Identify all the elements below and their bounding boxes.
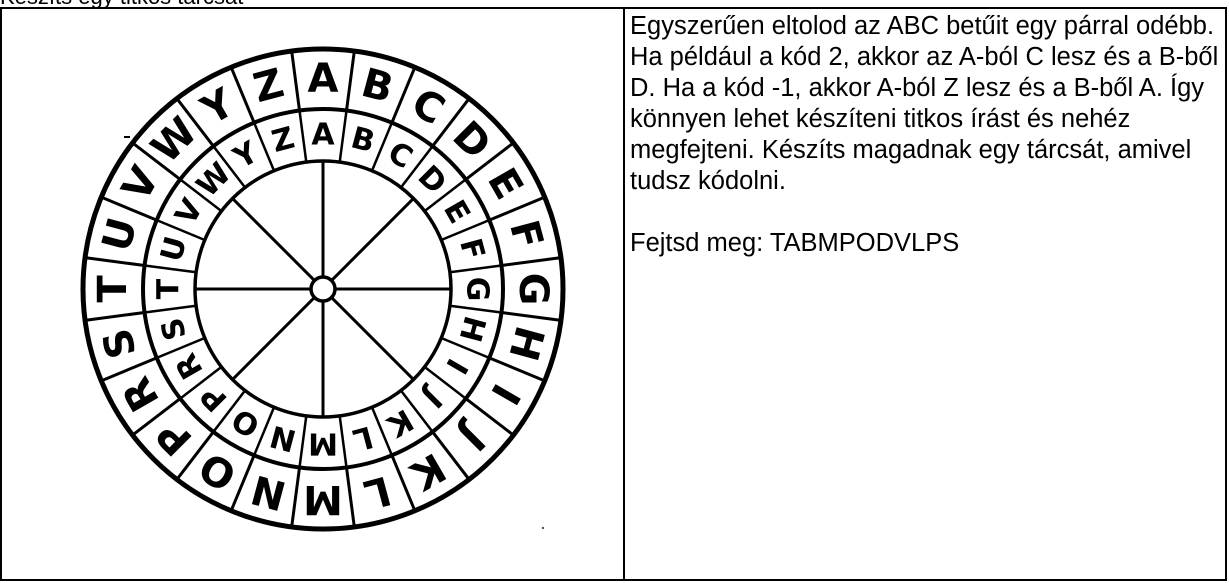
stray-dot xyxy=(542,527,544,529)
inner-letter-t: T xyxy=(152,278,187,299)
instructions-cell: Egyszerűen eltolod az ABC betűit egy pár… xyxy=(625,9,1225,579)
outer-divider xyxy=(292,467,300,526)
outer-letter-e: E xyxy=(478,161,532,208)
inner-letter-j: J xyxy=(416,380,450,414)
outer-divider xyxy=(292,51,300,110)
inner-divider xyxy=(340,416,347,468)
inner-letter-f: F xyxy=(452,235,491,264)
inner-letter-m: M xyxy=(308,426,338,461)
outer-divider xyxy=(85,312,144,320)
puzzle-line: Fejtsd meg: TABMPODVLPS xyxy=(630,228,1219,259)
inner-divider xyxy=(145,266,197,273)
inner-letter-l: L xyxy=(349,418,377,457)
outer-divider xyxy=(346,51,354,110)
wheel-spoke xyxy=(331,297,413,379)
wheel-spoke xyxy=(232,198,314,280)
inner-divider xyxy=(145,306,197,313)
inner-divider xyxy=(450,306,502,313)
inner-letter-e: E xyxy=(436,194,477,229)
inner-letter-w: W xyxy=(190,156,238,204)
outer-letter-k: K xyxy=(401,443,453,499)
outer-divider xyxy=(346,467,354,526)
wheel-spoke xyxy=(232,297,314,379)
outer-letter-l: L xyxy=(359,466,396,517)
inner-divider xyxy=(450,266,502,273)
outer-letter-t: T xyxy=(90,275,136,303)
outer-divider xyxy=(501,312,560,320)
inner-letter-a: A xyxy=(311,118,335,153)
inner-letter-i: I xyxy=(438,352,474,379)
outer-letter-g: G xyxy=(510,273,556,306)
outer-letter-i: I xyxy=(481,376,528,412)
wheel-hub xyxy=(311,277,335,301)
inner-letter-u: U xyxy=(154,233,194,266)
outer-letter-m: M xyxy=(303,476,343,522)
outer-letter-a: A xyxy=(308,56,339,102)
outer-letter-b: B xyxy=(357,60,398,112)
outer-divider xyxy=(501,258,560,266)
inner-letter-g: G xyxy=(460,277,495,302)
outer-letter-n: N xyxy=(247,465,291,518)
wheel-spoke xyxy=(331,198,413,280)
inner-divider xyxy=(340,111,347,163)
outer-letter-v: V xyxy=(113,159,168,209)
outer-letter-s: S xyxy=(94,323,146,363)
inner-letter-s: S xyxy=(155,314,194,344)
inner-letter-h: H xyxy=(452,312,492,345)
inner-divider xyxy=(300,111,307,163)
outer-letter-y: Y xyxy=(193,79,243,134)
outer-divider xyxy=(85,258,144,266)
outer-letter-r: R xyxy=(114,369,169,419)
instructions-paragraph: Egyszerűen eltolod az ABC betűit egy pár… xyxy=(630,11,1219,197)
inner-letter-b: B xyxy=(347,120,378,160)
inner-divider xyxy=(300,416,307,468)
outer-letter-z: Z xyxy=(249,60,289,112)
inner-letter-n: N xyxy=(266,418,299,458)
outer-letter-u: U xyxy=(94,213,147,256)
outer-letter-f: F xyxy=(500,215,552,253)
inner-letter-z: Z xyxy=(268,121,298,160)
outer-letter-j: J xyxy=(450,414,495,459)
outer-letter-c: C xyxy=(404,80,452,135)
outer-letter-h: H xyxy=(499,321,552,365)
